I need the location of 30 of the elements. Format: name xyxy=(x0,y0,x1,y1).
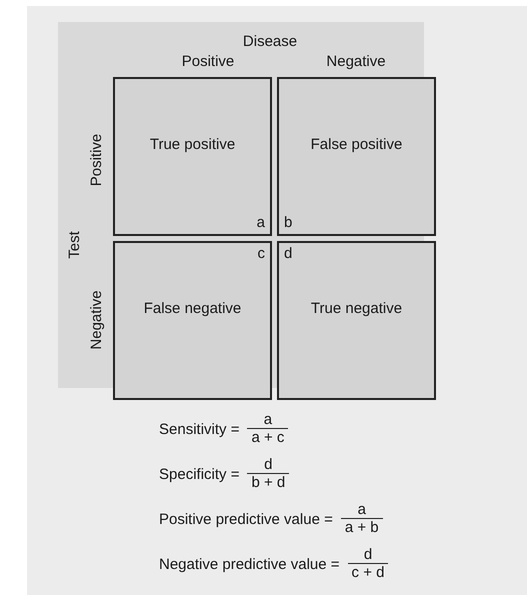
numerator: d xyxy=(247,457,290,474)
axis-title: Test xyxy=(67,231,83,259)
denominator: a + b xyxy=(344,519,380,536)
matrix-cell xyxy=(277,77,436,236)
numerator: d xyxy=(348,547,388,564)
numerator: a xyxy=(340,502,383,519)
matrix-cell xyxy=(277,241,436,400)
cell-label: False negative xyxy=(142,301,242,317)
denominator: a + c xyxy=(250,429,286,446)
denominator: b + d xyxy=(250,474,286,491)
row-header: Negative xyxy=(89,290,105,350)
cell-label: True positive xyxy=(148,137,236,153)
formula-label: Positive predictive value = xyxy=(159,510,333,528)
axis-title: Disease xyxy=(242,34,298,50)
cell-label: True negative xyxy=(310,301,404,317)
row-header: Positive xyxy=(89,134,105,186)
matrix-cell xyxy=(113,241,272,400)
formula-label: Negative predictive value = xyxy=(159,556,340,572)
formula-label: Sensitivity = xyxy=(159,420,240,438)
matrix-cell xyxy=(113,77,272,236)
column-header: Negative xyxy=(326,54,386,70)
cell-letter: c xyxy=(258,246,265,262)
formula-label: Specificity = xyxy=(159,466,240,482)
numerator: a xyxy=(247,412,288,429)
column-header: Positive xyxy=(182,54,234,70)
cell-label: False positive xyxy=(310,137,404,153)
cell-letter: b xyxy=(284,215,292,231)
cell-letter: d xyxy=(284,246,292,262)
denominator: c + d xyxy=(350,564,386,581)
cell-letter: a xyxy=(256,215,265,231)
